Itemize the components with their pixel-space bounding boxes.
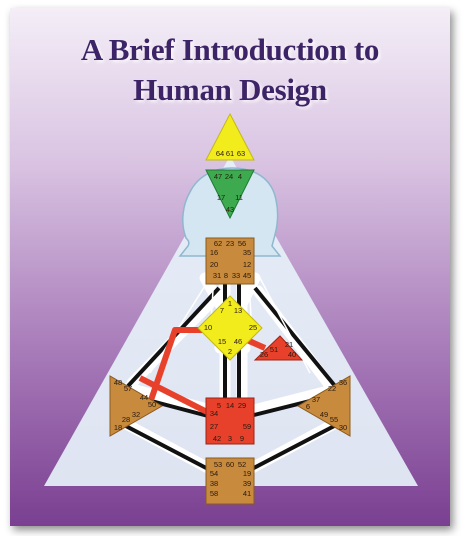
gate-label: 20: [210, 260, 218, 269]
gate-label: 46: [234, 337, 242, 346]
gate-label: 5: [217, 401, 221, 410]
gate-labels: 64 61 63 47 24 4 17 11 43 62 23 56 16 20…: [114, 149, 347, 498]
head-center: [205, 112, 255, 161]
gate-label: 19: [243, 469, 251, 478]
gate-label: 33: [232, 271, 240, 280]
gate-label: 29: [238, 401, 246, 410]
gate-label: 27: [210, 422, 218, 431]
gate-label: 42: [213, 434, 221, 443]
gate-label: 6: [306, 402, 310, 411]
bodygraph-chart: 64 61 63 47 24 4 17 11 43 62 23 56 16 20…: [44, 112, 418, 505]
gate-label: 41: [243, 489, 251, 498]
gate-label: 1: [228, 299, 232, 308]
gate-label: 15: [218, 337, 226, 346]
gate-label: 61: [226, 149, 234, 158]
gate-label: 11: [235, 193, 243, 202]
gate-label: 64: [216, 149, 224, 158]
gate-label: 3: [228, 434, 232, 443]
gate-label: 30: [339, 423, 347, 432]
gate-label: 44: [140, 393, 148, 402]
gate-label: 16: [210, 248, 218, 257]
title-line-1: A Brief Introduction to: [80, 32, 380, 67]
gate-label: 25: [249, 323, 257, 332]
solar-plexus-center: [296, 375, 351, 437]
gate-label: 47: [214, 172, 222, 181]
gate-label: 35: [243, 248, 251, 257]
gate-label: 23: [226, 239, 234, 248]
gate-label: 59: [243, 422, 251, 431]
gate-label: 10: [204, 323, 212, 332]
gate-label: 39: [243, 479, 251, 488]
gate-label: 26: [260, 350, 268, 359]
gate-label: 22: [328, 384, 336, 393]
gate-label: 14: [226, 401, 234, 410]
throat-center: [205, 237, 255, 285]
gate-label: 53: [214, 460, 222, 469]
gate-label: 38: [210, 479, 218, 488]
gate-label: 32: [132, 410, 140, 419]
sacral-center: [205, 397, 255, 445]
gate-label: 57: [124, 384, 132, 393]
gate-label: 12: [243, 260, 251, 269]
gate-label: 45: [243, 271, 251, 280]
gate-label: 62: [214, 239, 222, 248]
spleen-center: [109, 375, 164, 437]
root-center: [205, 457, 255, 505]
gate-label: 48: [114, 378, 122, 387]
gate-label: 40: [288, 350, 296, 359]
gate-label: 21: [285, 340, 293, 349]
g-center: [197, 295, 263, 361]
heart-center: [253, 335, 304, 361]
gate-label: 58: [210, 489, 218, 498]
gate-label: 13: [234, 306, 242, 315]
gate-label: 55: [330, 415, 338, 424]
gate-label: 18: [114, 423, 122, 432]
gate-label: 51: [270, 345, 278, 354]
gate-label: 24: [225, 172, 233, 181]
gate-label: 34: [210, 409, 218, 418]
gate-label: 7: [220, 306, 224, 315]
gate-label: 17: [217, 193, 225, 202]
gate-label: 54: [210, 469, 218, 478]
gate-label: 50: [148, 400, 156, 409]
gate-label: 36: [339, 378, 347, 387]
gate-label: 4: [238, 172, 242, 181]
gate-label: 60: [226, 460, 234, 469]
gate-label: 8: [224, 271, 228, 280]
gate-label: 63: [237, 149, 245, 158]
book-cover: 64 61 63 47 24 4 17 11 43 62 23 56 16 20…: [10, 8, 450, 526]
title-line-2: Human Design: [133, 72, 327, 107]
gate-label: 49: [320, 410, 328, 419]
gate-label: 28: [122, 415, 130, 424]
gate-label: 52: [238, 460, 246, 469]
gate-label: 2: [228, 347, 232, 356]
gate-label: 31: [213, 271, 221, 280]
gate-label: 56: [238, 239, 246, 248]
ajna-center: [205, 169, 255, 220]
gate-label: 37: [312, 395, 320, 404]
gate-label: 9: [240, 434, 244, 443]
gate-label: 43: [226, 205, 234, 214]
